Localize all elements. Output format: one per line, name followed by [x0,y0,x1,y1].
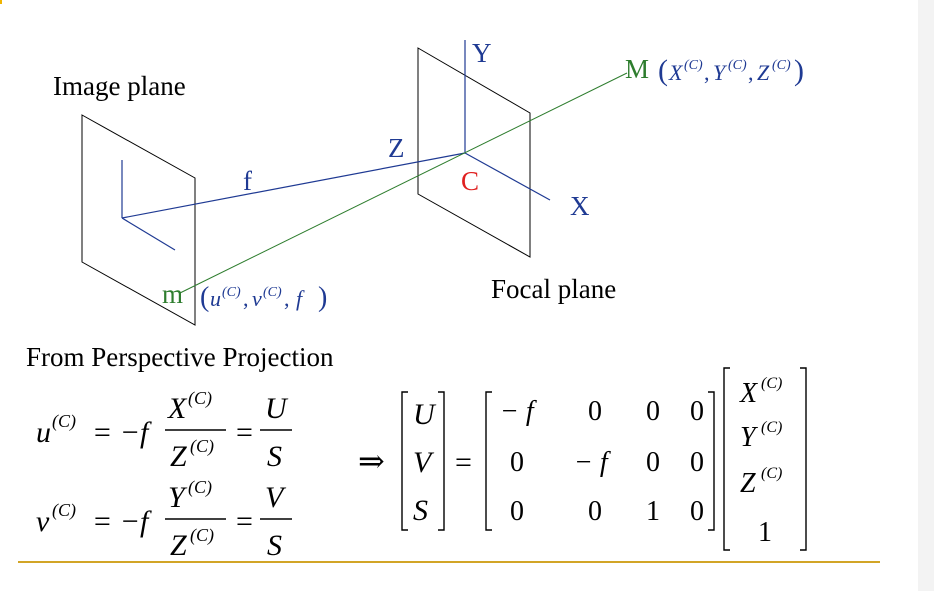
svg-text:=: = [236,416,253,449]
svg-text:): ) [318,282,327,313]
rhs-vector: X (C) Y (C) Z (C) 1 [723,367,807,551]
svg-text:Y: Y [713,60,728,85]
svg-text:(C): (C) [772,58,791,73]
svg-text:u: u [210,286,221,311]
section-title: From Perspective Projection [26,342,334,372]
matrix-r1c4: 0 [690,396,704,427]
svg-text:S: S [267,440,282,473]
svg-text:(C): (C) [728,58,747,73]
svg-text:f: f [296,286,305,311]
svg-text:): ) [794,54,804,87]
x-axis-line [464,152,551,201]
lhs-U: U [413,398,437,431]
svg-text:= −f: = −f [92,505,152,538]
svg-text:(C): (C) [761,375,782,392]
equation-u: u (C) = −f X (C) Z (C) = U S [36,388,292,473]
image-plane-shape [81,114,196,326]
svg-text:U: U [265,392,289,425]
footer-rule [18,561,880,563]
svg-text:V: V [265,481,287,514]
image-plane-label: Image plane [53,71,186,101]
svg-text:Z: Z [170,529,187,562]
matrix-r2c2: − f [574,447,611,478]
matrix-r1c2: 0 [588,396,602,427]
lhs-S: S [413,494,428,527]
projection-ray [179,72,628,294]
matrix-r2c1: 0 [510,447,524,478]
svg-text:Z: Z [757,60,770,85]
svg-text:(: ( [200,282,209,313]
svg-text:(C): (C) [52,500,76,521]
x-axis-label: X [570,191,590,221]
svg-text:(C): (C) [761,465,782,482]
svg-text:Z: Z [170,440,187,473]
matrix-r1c3: 0 [646,396,660,427]
svg-text:v: v [36,505,50,538]
svg-text:,: , [284,286,290,311]
focal-plane-label: Focal plane [491,274,616,304]
z-axis-label: Z [388,133,405,163]
svg-text:= −f: = −f [92,416,152,449]
svg-text:(C): (C) [263,285,282,300]
svg-text:Y: Y [168,481,188,514]
svg-text:(C): (C) [684,58,703,73]
equation-v: v (C) = −f Y (C) Z (C) = V S [36,477,292,562]
svg-text:(C): (C) [52,411,76,432]
focal-plane-shape [417,47,531,258]
svg-text:X: X [167,392,188,425]
svg-text:(C): (C) [188,477,212,498]
projection-matrix: − f 0 0 0 0 − f 0 0 0 0 1 0 [485,391,715,531]
focal-length-label: f [243,166,252,196]
image-point-label: m [162,279,183,309]
svg-text:(C): (C) [188,388,212,409]
matrix-r3c2: 0 [588,496,602,527]
matrix-r1c1: − f [500,396,537,427]
world-point-label: M [625,54,649,84]
matrix-equals: = [455,446,472,479]
rhs-Z: Z [740,468,756,499]
svg-text:(C): (C) [222,285,241,300]
svg-text:(C): (C) [190,525,214,546]
svg-text:u: u [36,416,51,449]
implies-arrow: ⇒ [358,443,385,479]
image-point-coords: ( u (C) , v (C) , f ) [200,282,327,313]
svg-text:v: v [252,286,262,311]
svg-text:,: , [704,60,710,85]
svg-text:X: X [668,60,684,85]
y-axis-label: Y [472,38,492,68]
world-point-coords: ( X (C) , Y (C) , Z (C) ) [658,54,804,87]
matrix-r3c3: 1 [646,496,660,527]
svg-text:=: = [236,505,253,538]
svg-text:,: , [748,60,754,85]
matrix-r3c4: 0 [690,496,704,527]
camera-center-label: C [461,166,479,196]
svg-text:(: ( [658,54,668,87]
matrix-r2c4: 0 [690,447,704,478]
optical-axis-line [121,152,466,219]
svg-text:(C): (C) [190,436,214,457]
svg-text:S: S [267,529,282,562]
corner-mark [0,0,2,4]
matrix-r3c1: 0 [510,496,524,527]
rhs-Y: Y [740,422,759,453]
rhs-one: 1 [758,517,772,548]
lhs-V: V [413,446,435,479]
svg-text:,: , [243,286,249,311]
slide-edge-strip [918,0,934,591]
image-plane-axis-diagonal [121,217,176,251]
matrix-r2c3: 0 [646,447,660,478]
lhs-vector: U V S [401,391,445,531]
rhs-X: X [739,378,758,409]
svg-text:(C): (C) [761,419,782,436]
